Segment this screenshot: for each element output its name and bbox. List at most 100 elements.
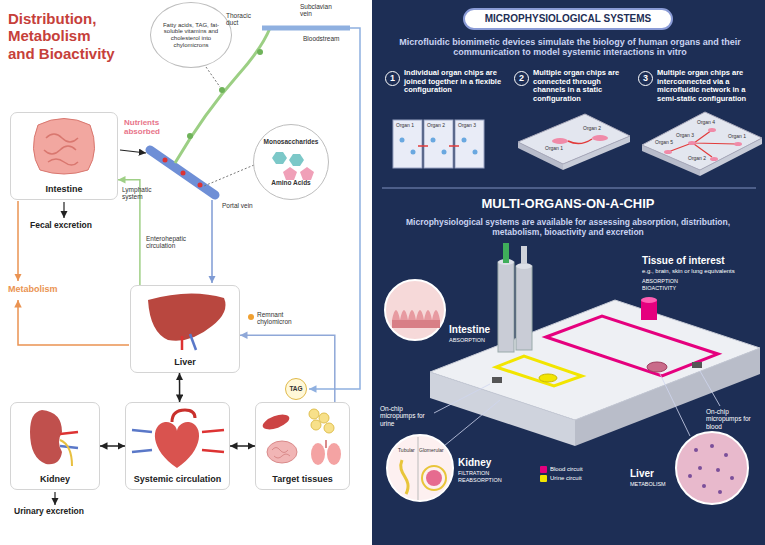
diagram-title: Distribution, Metabolism and Bioactivity [8,10,118,62]
liver-callout-part [724,453,728,457]
node-text: Intestine [45,184,82,194]
vessels-part [175,28,270,163]
liver-callout-part [718,490,722,494]
text-label: Multiple organ chips are connected throu… [533,69,633,104]
text-label: Organ 4 [697,120,723,126]
vessels-part [181,171,186,176]
tissue-icons [261,409,341,465]
chip-2-part [518,114,630,164]
liver-icon [148,293,226,350]
molecule-icons-part [283,167,297,180]
text-label: ABSORPTION [642,278,722,284]
tissue-icons-part [325,440,327,448]
tissue-icons-part [319,413,329,423]
multi-organ-chip-part [546,316,718,376]
molecule-icons-part [272,152,287,164]
legend: Blood circuitUrine circuit [540,466,583,484]
intestine-icon-part [44,134,78,165]
multi-organ-chip-part [496,356,582,386]
text-label: Subclavian vein [300,3,344,18]
intestine-callout-part [385,280,445,340]
chip-1-part [411,150,416,155]
text-label: Tissue of interest [642,255,762,267]
heart-icon-part [155,422,199,468]
text-label: Lymphatic system [122,186,166,201]
text-label: Kidney [458,457,508,469]
flow-arrows-part [211,200,213,283]
panel-ground [372,0,765,545]
legend-swatch [540,475,547,482]
multi-organ-chip-part [516,266,532,350]
chip-1-part [431,138,436,143]
text-label: FILTRATION [458,470,508,476]
heart-icon-part [132,430,152,452]
multi-organ-chip-part [660,374,690,436]
text-label: Metabolism [8,284,72,294]
kidney-icon-part [30,410,62,464]
text-label: Organ 2 [583,126,609,132]
chip-1-part [393,120,422,168]
multi-organ-chip-part [521,246,527,264]
node-text: Amino Acids [271,179,311,186]
node-text: TAG [289,386,302,393]
chip-3-part [668,130,736,157]
kidney-callout-part [426,470,442,486]
liver-callout-part [688,474,692,478]
organ-box: Liver [130,285,240,373]
chip-1-part [400,138,405,143]
text-label: Portal vein [222,202,266,209]
flow-arrows-part [17,201,19,281]
heart-icon-part [172,410,195,422]
kidney-callout [387,435,453,501]
text-label: MULTI-ORGANS-ON-A-CHIP [380,197,756,212]
section-pill: MICROPHYSIOLOGICAL SYSTEMS [463,8,673,30]
chip-2-part [552,138,568,144]
tissue-icons-part [261,412,291,433]
multi-organ-chip-part [692,362,702,368]
intestine-icon [33,119,94,175]
node-text: 1 [390,74,395,83]
chip-1-part [418,145,459,147]
liver-callout-part [716,468,720,472]
liver-icon-part [148,293,226,340]
chip-2-part [568,139,592,144]
flow-arrows-part [120,150,146,153]
text-label: Microphysiological systems are available… [395,218,741,238]
flow-arrows-part [18,300,129,345]
vessels-part [150,150,215,195]
connector [230,445,255,447]
kidney-callout-part [401,460,408,494]
legend-row: Blood circuit [540,466,583,473]
callout-number: 1 [385,71,400,86]
chip-1-part [462,138,467,143]
chip-2 [518,114,630,170]
node-text: MICROPHYSIOLOGICAL SYSTEMS [485,14,652,24]
text-label: e.g., brain, skin or lung equivalents [642,268,763,275]
text-label: Organ 5 [655,140,681,146]
multi-organ-chip-part [498,262,514,352]
chip-3-part [734,142,742,146]
connector [179,373,181,402]
chip-1-part [442,150,447,155]
text-label: Individual organ chips are joined togeth… [404,69,508,95]
text-label: Fecal excretion [30,221,116,231]
tag-circle: TAG [285,378,307,400]
chip-3-part [708,128,716,132]
chip-3 [642,112,762,176]
text-label: Organ 3 [458,123,484,129]
text-label: REABSORPTION [458,477,518,483]
text-label: METABOLISM [630,481,674,487]
intestine-callout-part [392,310,440,320]
molecule-icons [272,152,314,180]
text-label: Organ 1 [396,123,422,129]
node-text: Fatty acids, TAG, fat-soluble vitamins a… [160,22,222,49]
callout-number: 3 [638,71,653,86]
text-label: Thoracic duct [226,12,262,27]
liver-callout-part [702,484,706,488]
chip-3-part [642,112,762,170]
multi-organ-chip-part [647,362,667,372]
multi-organ-chip-part [434,384,490,413]
text-label: Multiple organ chips are interconnected … [657,69,761,104]
tissue-icons-part [327,443,341,465]
